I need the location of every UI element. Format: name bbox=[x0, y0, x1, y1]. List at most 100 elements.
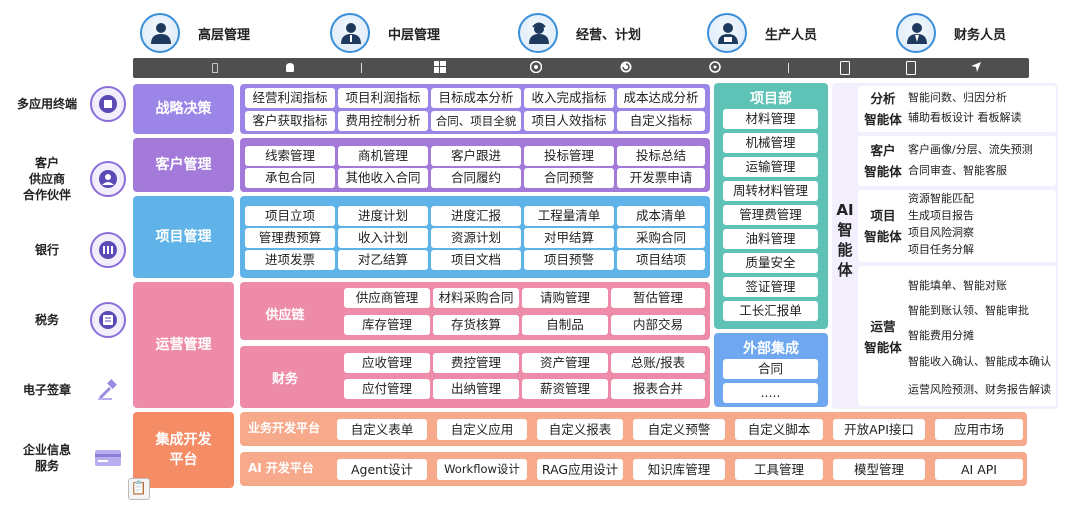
project-dept-item[interactable]: 工长汇报单 bbox=[723, 301, 818, 321]
strategy-chip[interactable]: 项目利润指标 bbox=[338, 88, 428, 108]
finance-chip[interactable]: 应付管理 bbox=[344, 379, 430, 399]
persona-label: 财务人员 bbox=[954, 27, 1007, 43]
strategy-chip[interactable]: 经营利润指标 bbox=[245, 88, 335, 108]
project-chip[interactable]: 进度汇报 bbox=[431, 206, 521, 226]
external-title: 外部集成 bbox=[743, 341, 799, 357]
project-chip[interactable]: 项目预警 bbox=[524, 250, 614, 270]
supply-chip[interactable]: 请购管理 bbox=[522, 288, 608, 308]
supply-chip[interactable]: 库存管理 bbox=[344, 315, 430, 335]
customer-chip[interactable]: 开发票申请 bbox=[617, 168, 705, 188]
external-item[interactable]: 合同 bbox=[723, 359, 818, 379]
customer-chip[interactable]: 投标管理 bbox=[524, 146, 614, 166]
customer-chip[interactable]: 合同履约 bbox=[431, 168, 521, 188]
project-dept-item[interactable]: 油料管理 bbox=[723, 229, 818, 249]
ai-block-line: 客户画像/分层、流失预测 bbox=[908, 143, 1033, 156]
project-dept-item[interactable]: 签证管理 bbox=[723, 277, 818, 297]
supply-chip[interactable]: 暂估管理 bbox=[611, 288, 705, 308]
project-chip[interactable]: 管理费预算 bbox=[245, 228, 335, 248]
compass-icon bbox=[708, 61, 722, 75]
ai-dev-chip[interactable]: 知识库管理 bbox=[633, 459, 725, 480]
project-chip[interactable]: 成本清单 bbox=[617, 206, 705, 226]
customer-chip[interactable]: 客户跟进 bbox=[431, 146, 521, 166]
persona-row: 高层管理 中层管理 经营、计划 生产人员 财务人员 bbox=[130, 10, 1030, 56]
ai-dev-chip[interactable]: 模型管理 bbox=[833, 459, 925, 480]
project-chip[interactable]: 收入计划 bbox=[338, 228, 428, 248]
ai-block-line: 运营风险预测、财务报告解读 bbox=[908, 383, 1051, 396]
refresh-icon bbox=[619, 61, 633, 75]
strategy-chip[interactable]: 费用控制分析 bbox=[338, 111, 428, 131]
planner-icon bbox=[518, 13, 558, 53]
ai-dev-chip[interactable]: Workflow设计 bbox=[437, 459, 527, 480]
project-chip[interactable]: 采购合同 bbox=[617, 228, 705, 248]
operation-title: 运营管理 bbox=[133, 282, 234, 408]
business-dev-chip[interactable]: 自定义预警 bbox=[633, 419, 725, 440]
left-item-label: 客户 供应商 合作伙伴 bbox=[22, 156, 71, 202]
project-dept-item[interactable]: 材料管理 bbox=[723, 109, 818, 129]
project-chip[interactable]: 资源计划 bbox=[431, 228, 521, 248]
bank-icon bbox=[90, 232, 126, 268]
business-dev-chip[interactable]: 开放API接口 bbox=[833, 419, 925, 440]
strategy-chip[interactable]: 成本达成分析 bbox=[617, 88, 705, 108]
clipboard-icon[interactable]: 📋 bbox=[128, 478, 150, 500]
ai-dev-chip[interactable]: 工具管理 bbox=[735, 459, 823, 480]
customer-chip[interactable]: 合同预警 bbox=[524, 168, 614, 188]
project-dept-item[interactable]: 机械管理 bbox=[723, 133, 818, 153]
supply-chip[interactable]: 材料采购合同 bbox=[433, 288, 519, 308]
finance-chip[interactable]: 费控管理 bbox=[433, 353, 519, 373]
finance-chip[interactable]: 报表合并 bbox=[611, 379, 705, 399]
persona-executive: 高层管理 bbox=[140, 10, 250, 56]
project-chip[interactable]: 进项发票 bbox=[245, 250, 335, 270]
project-dept-item[interactable]: 质量安全 bbox=[723, 253, 818, 273]
apple-icon:  bbox=[208, 61, 222, 75]
business-dev-chip[interactable]: 自定义应用 bbox=[437, 419, 527, 440]
business-dev-chip[interactable]: 自定义报表 bbox=[537, 419, 623, 440]
strategy-chip[interactable]: 收入完成指标 bbox=[524, 88, 614, 108]
project-dept-item[interactable]: 管理费管理 bbox=[723, 205, 818, 225]
ai-block-customer: 客户 智能体 客户画像/分层、流失预测 合同审查、智能客服 bbox=[858, 136, 1056, 186]
supply-chip[interactable]: 存货核算 bbox=[433, 315, 519, 335]
finance-chip[interactable]: 薪资管理 bbox=[522, 379, 608, 399]
supply-chip[interactable]: 自制品 bbox=[522, 315, 608, 335]
project-dept-panel: 项目部 材料管理 机械管理 运输管理 周转材料管理 管理费管理 油料管理 质量安… bbox=[714, 83, 828, 329]
ai-dev-chip[interactable]: Agent设计 bbox=[337, 459, 427, 480]
finance-chip[interactable]: 总账/报表 bbox=[611, 353, 705, 373]
strategy-chip[interactable]: 项目人效指标 bbox=[524, 111, 614, 131]
project-chip[interactable]: 对乙结算 bbox=[338, 250, 428, 270]
project-chip[interactable]: 项目结项 bbox=[617, 250, 705, 270]
strategy-chip[interactable]: 客户获取指标 bbox=[245, 111, 335, 131]
project-chip[interactable]: 项目立项 bbox=[245, 206, 335, 226]
customer-chip[interactable]: 其他收入合同 bbox=[338, 168, 428, 188]
supply-chip[interactable]: 供应商管理 bbox=[344, 288, 430, 308]
customer-panel: 线索管理 商机管理 客户跟进 投标管理 投标总结 承包合同 其他收入合同 合同履… bbox=[240, 138, 710, 192]
strategy-chip[interactable]: 合同、项目全貌 bbox=[431, 111, 521, 131]
customer-chip[interactable]: 商机管理 bbox=[338, 146, 428, 166]
customer-chip[interactable]: 线索管理 bbox=[245, 146, 335, 166]
business-dev-chip[interactable]: 应用市场 bbox=[935, 419, 1023, 440]
project-chip[interactable]: 工程量清单 bbox=[524, 206, 614, 226]
strategy-chip[interactable]: 目标成本分析 bbox=[431, 88, 521, 108]
finance-chip[interactable]: 应收管理 bbox=[344, 353, 430, 373]
project-panel: 项目立项 进度计划 进度汇报 工程量清单 成本清单 管理费预算 收入计划 资源计… bbox=[240, 196, 710, 278]
ai-block-line: 资源智能匹配 bbox=[908, 192, 974, 205]
ai-dev-chip[interactable]: AI API bbox=[935, 459, 1023, 480]
customer-chip[interactable]: 承包合同 bbox=[245, 168, 335, 188]
project-chip[interactable]: 进度计划 bbox=[338, 206, 428, 226]
strategy-panel: 经营利润指标 项目利润指标 目标成本分析 收入完成指标 成本达成分析 客户获取指… bbox=[240, 84, 710, 134]
left-item-tax: 税务 bbox=[10, 302, 126, 338]
tablet-icon bbox=[838, 61, 852, 75]
finance-chip[interactable]: 出纳管理 bbox=[433, 379, 519, 399]
supply-chip[interactable]: 内部交易 bbox=[611, 315, 705, 335]
card-icon bbox=[90, 440, 126, 476]
persona-finance: 财务人员 bbox=[896, 10, 1006, 56]
project-chip[interactable]: 项目文档 bbox=[431, 250, 521, 270]
customer-chip[interactable]: 投标总结 bbox=[617, 146, 705, 166]
project-chip[interactable]: 对甲结算 bbox=[524, 228, 614, 248]
business-dev-chip[interactable]: 自定义脚本 bbox=[735, 419, 823, 440]
finance-chip[interactable]: 资产管理 bbox=[522, 353, 608, 373]
business-dev-chip[interactable]: 自定义表单 bbox=[337, 419, 427, 440]
ai-dev-chip[interactable]: RAG应用设计 bbox=[537, 459, 623, 480]
strategy-chip[interactable]: 自定义指标 bbox=[617, 111, 705, 131]
external-item[interactable]: ..... bbox=[723, 383, 818, 403]
project-dept-item[interactable]: 周转材料管理 bbox=[723, 181, 818, 201]
project-dept-item[interactable]: 运输管理 bbox=[723, 157, 818, 177]
